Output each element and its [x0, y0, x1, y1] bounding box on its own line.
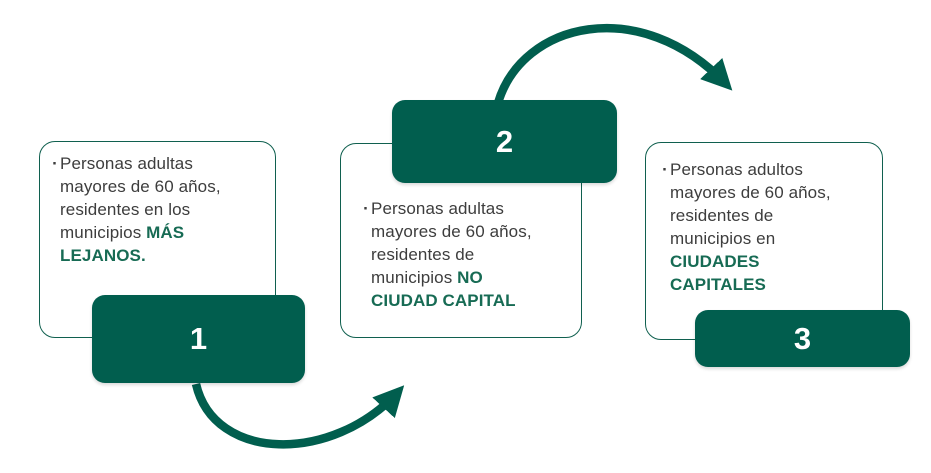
step-number-badge-2: 2	[392, 100, 617, 183]
arrow-step1-to-step2-icon	[191, 382, 405, 449]
arrow-step2-to-step3-icon	[493, 23, 733, 105]
step-number-badge-1: 1	[92, 295, 305, 383]
step-number-3: 3	[793, 320, 812, 356]
step-number-badge-3: 3	[695, 310, 910, 367]
bullet-icon: ·	[662, 160, 668, 179]
bullet-icon: ·	[52, 154, 58, 173]
step-number-1: 1	[189, 321, 208, 356]
step-number-2: 2	[495, 123, 514, 159]
bullet-icon: ·	[363, 199, 369, 218]
